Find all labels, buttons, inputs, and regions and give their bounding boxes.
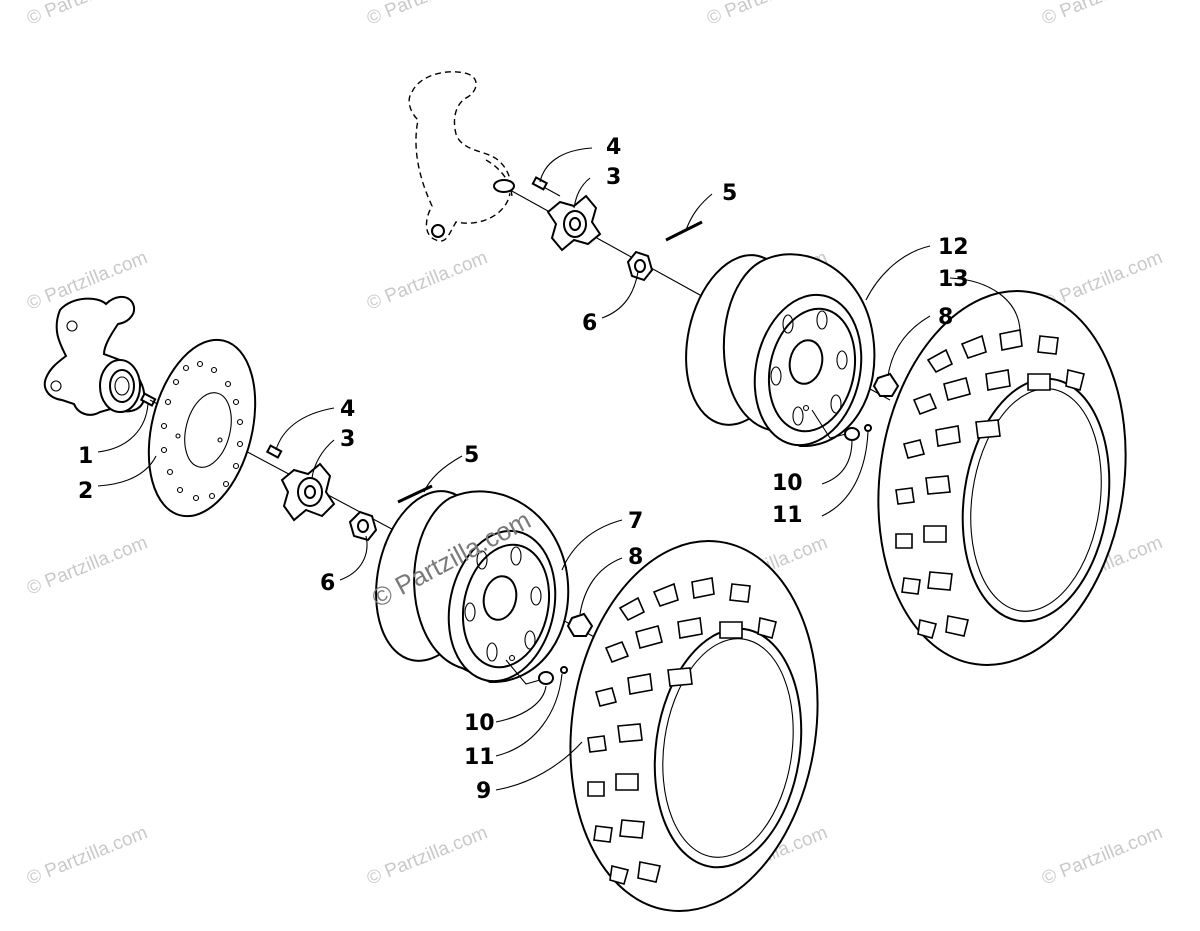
callout-label: 5 (464, 443, 479, 468)
lug-nut-lower (566, 612, 594, 637)
tire-upper (877, 290, 1127, 666)
callout-label: 12 (938, 235, 969, 260)
callout-label: 6 (320, 571, 335, 596)
watermark: © Partzilla.com (364, 0, 491, 30)
watermark: © Partzilla.com (364, 247, 491, 314)
callout-label: 4 (606, 135, 621, 160)
callout-label: 11 (772, 503, 803, 528)
watermark: © Partzilla.com (24, 0, 151, 30)
callout-label: 10 (464, 711, 495, 736)
callout-leaders (97, 147, 1021, 791)
callout-label: 6 (582, 311, 597, 336)
callout-label: 11 (464, 745, 495, 770)
watermark: © Partzilla.com (1039, 0, 1166, 30)
watermark: © Partzilla.com (24, 822, 151, 889)
callout-label: 10 (772, 471, 803, 496)
cotter-pin-upper (665, 220, 703, 242)
tire-tread-upper (895, 329, 1085, 639)
valve-stem-lower (505, 659, 568, 685)
tire-tread-lower (587, 577, 777, 885)
watermark: © Partzilla.com (1039, 822, 1166, 889)
callout-label: 8 (938, 305, 953, 330)
callout-label: 2 (78, 479, 93, 504)
callout-label: 5 (722, 181, 737, 206)
spindle-knuckle-lower (43, 296, 146, 416)
bolt-lower (265, 444, 283, 459)
callout-label: 1 (78, 444, 93, 469)
callout-label: 7 (628, 509, 643, 534)
tire-lower (569, 540, 819, 912)
watermark: © Partzilla.com (704, 0, 831, 30)
wheel-rim-upper (685, 253, 876, 448)
hub-upper (546, 194, 602, 252)
callout-label: 3 (340, 427, 355, 452)
spindle-knuckle-upper (408, 71, 515, 242)
callout-label: 3 (606, 165, 621, 190)
castle-nut-lower (348, 510, 378, 542)
watermark: © Partzilla.com (24, 532, 151, 599)
callout-labels: 1 2 3 4 5 6 7 8 9 10 11 3 4 5 6 8 10 11 … (78, 135, 969, 804)
castle-nut-upper (626, 250, 654, 282)
watermark: © Partzilla.com (364, 822, 491, 889)
callout-label: 13 (938, 267, 969, 292)
callout-label: 8 (628, 545, 643, 570)
hub-lower (280, 462, 336, 522)
lug-nut-upper (872, 372, 900, 397)
bolt-upper (531, 176, 549, 191)
wheel-rim-lower (375, 490, 570, 684)
brake-disc (147, 338, 257, 518)
callout-label: 9 (476, 779, 491, 804)
cotter-pin-lower (397, 484, 433, 504)
callout-label: 4 (340, 397, 355, 422)
